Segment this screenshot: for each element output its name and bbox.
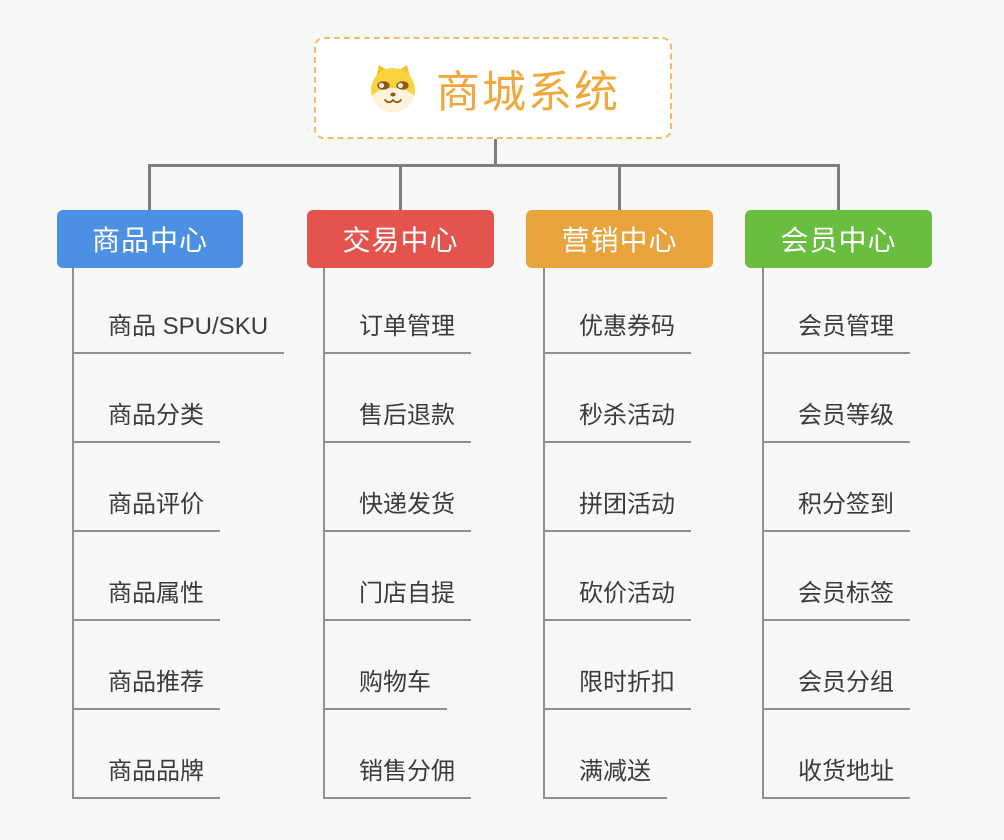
subtopic-group-buy[interactable]: 拼团活动 bbox=[545, 489, 691, 532]
branch-marketing-children: 优惠券码 秒杀活动 拼团活动 砍价活动 限时折扣 满减送 bbox=[543, 268, 691, 799]
subtopic-points-checkin[interactable]: 积分签到 bbox=[764, 489, 910, 532]
subtopic-order-management[interactable]: 订单管理 bbox=[325, 311, 471, 354]
subtopic-product-review[interactable]: 商品评价 bbox=[74, 489, 220, 532]
subtopic-product-recommend[interactable]: 商品推荐 bbox=[74, 667, 220, 710]
subtopic-shopping-cart[interactable]: 购物车 bbox=[325, 667, 447, 710]
subtopic-flash-sale[interactable]: 秒杀活动 bbox=[545, 400, 691, 443]
root-topic[interactable]: 商城系统 bbox=[314, 37, 672, 139]
topic-product-center[interactable]: 商品中心 bbox=[57, 210, 243, 268]
subtopic-express-delivery[interactable]: 快递发货 bbox=[325, 489, 471, 532]
subtopic-member-tags[interactable]: 会员标签 bbox=[764, 578, 910, 621]
subtopic-spend-and-save[interactable]: 满减送 bbox=[545, 756, 667, 799]
connector-horizontal-bus bbox=[148, 164, 840, 167]
subtopic-coupon-code[interactable]: 优惠券码 bbox=[545, 311, 691, 354]
shiba-dog-icon bbox=[366, 62, 420, 114]
subtopic-sales-commission[interactable]: 销售分佣 bbox=[325, 756, 471, 799]
connector-root-drop bbox=[494, 139, 497, 164]
subtopic-member-groups[interactable]: 会员分组 bbox=[764, 667, 910, 710]
topic-marketing-center[interactable]: 营销中心 bbox=[526, 210, 713, 268]
topic-trade-center[interactable]: 交易中心 bbox=[307, 210, 494, 268]
topic-member-center[interactable]: 会员中心 bbox=[745, 210, 932, 268]
connector-drop-trade bbox=[399, 167, 402, 210]
subtopic-product-attribute[interactable]: 商品属性 bbox=[74, 578, 220, 621]
subtopic-bargain-activity[interactable]: 砍价活动 bbox=[545, 578, 691, 621]
subtopic-shipping-address[interactable]: 收货地址 bbox=[764, 756, 910, 799]
subtopic-aftersale-refund[interactable]: 售后退款 bbox=[325, 400, 471, 443]
subtopic-product-brand[interactable]: 商品品牌 bbox=[74, 756, 220, 799]
connector-drop-member bbox=[837, 167, 840, 210]
connector-drop-product bbox=[148, 167, 151, 210]
branch-trade-children: 订单管理 售后退款 快递发货 门店自提 购物车 销售分佣 bbox=[323, 268, 471, 799]
connector-drop-marketing bbox=[618, 167, 621, 210]
subtopic-member-management[interactable]: 会员管理 bbox=[764, 311, 910, 354]
subtopic-limited-time-discount[interactable]: 限时折扣 bbox=[545, 667, 691, 710]
branch-member-children: 会员管理 会员等级 积分签到 会员标签 会员分组 收货地址 bbox=[762, 268, 910, 799]
subtopic-store-pickup[interactable]: 门店自提 bbox=[325, 578, 471, 621]
root-topic-title: 商城系统 bbox=[436, 68, 620, 117]
subtopic-product-category[interactable]: 商品分类 bbox=[74, 400, 220, 443]
subtopic-member-level[interactable]: 会员等级 bbox=[764, 400, 910, 443]
branch-product-children: 商品 SPU/SKU 商品分类 商品评价 商品属性 商品推荐 商品品牌 bbox=[72, 268, 285, 799]
subtopic-product-spu-sku[interactable]: 商品 SPU/SKU bbox=[74, 311, 285, 354]
